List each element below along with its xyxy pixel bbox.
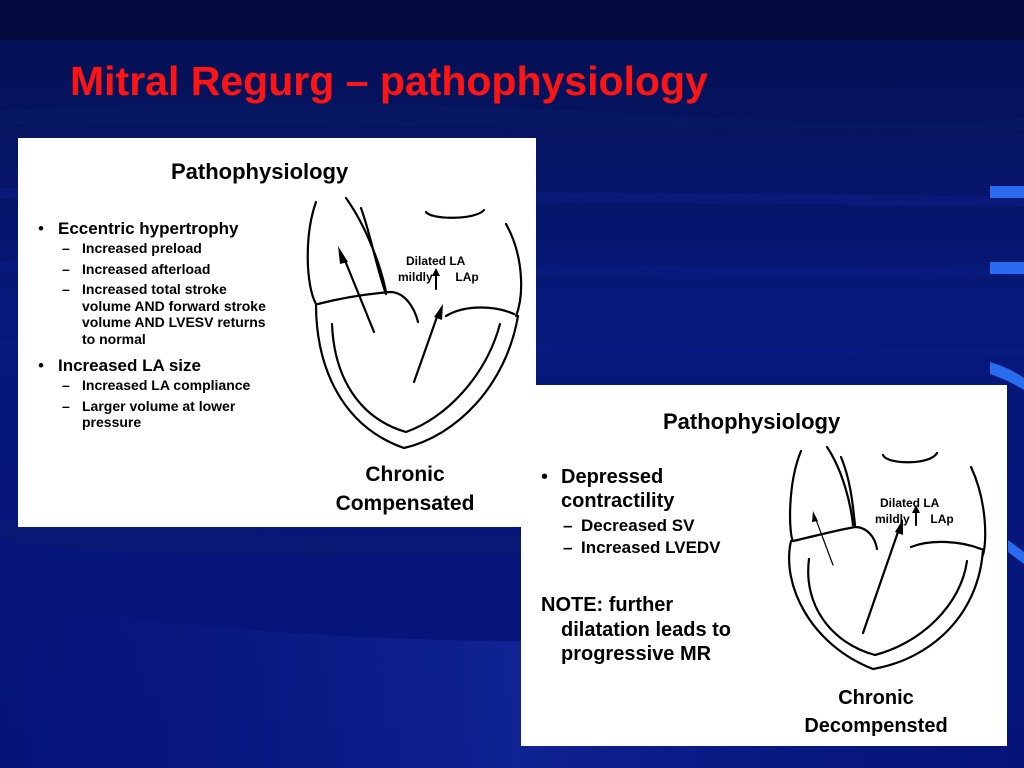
heart-outline — [444, 306, 516, 318]
caption-line1: Chronic — [838, 687, 914, 709]
bullet-list: Eccentric hypertrophy Increased preload … — [38, 219, 270, 440]
bullet-item: Depressed contractility Decreased SV Inc… — [541, 465, 771, 559]
arrow-line — [342, 256, 376, 334]
label-mildly: mildly — [875, 512, 910, 526]
heart-outline — [504, 222, 523, 318]
heart-outline — [330, 322, 502, 434]
heart-outline — [316, 290, 420, 324]
label-mildly: mildly — [398, 270, 433, 284]
sub-bullet-item: Increased afterload — [62, 261, 270, 278]
heart-outline — [909, 540, 983, 551]
label-lap: LAp — [930, 512, 954, 526]
arrow-head — [812, 511, 818, 522]
sub-bullet-item: Increased preload — [62, 240, 270, 257]
heart-outline — [969, 465, 987, 557]
sub-bullet-item: Increased LA compliance — [62, 377, 270, 394]
sub-bullet-item: Increased total stroke volume AND forwar… — [62, 281, 270, 347]
arrow-head — [434, 304, 443, 320]
note-head: NOTE: further — [541, 594, 674, 616]
caption-line1: Chronic — [365, 463, 445, 486]
bullet-item: Increased LA size Increased LA complianc… — [38, 356, 270, 431]
heart-outline — [839, 455, 857, 527]
up-arrow-head — [912, 505, 920, 513]
panel-chronic-decompensated: Pathophysiology Depressed contractility … — [521, 385, 1007, 746]
heart-diagram — [306, 196, 523, 450]
diagram-label-dilated-la: Dilated LA — [406, 254, 466, 268]
heart-diagram — [788, 445, 987, 671]
heart-outline — [807, 557, 969, 657]
heart-outline — [881, 451, 939, 464]
sub-bullet-item: Decreased SV — [563, 515, 771, 537]
sub-bullet-list: Increased preload Increased afterload In… — [62, 240, 270, 347]
heart-outline — [791, 525, 879, 551]
heart-outline — [424, 208, 486, 219]
bullet-list: Depressed contractility Decreased SV Inc… — [541, 465, 771, 563]
arrow-line — [412, 312, 440, 384]
bullet-text: Increased LA size — [58, 356, 201, 375]
sub-bullet-item: Larger volume at lower pressure — [62, 398, 270, 431]
caption-line2: Compensated — [335, 492, 475, 515]
label-lap: LAp — [455, 270, 479, 284]
slide-title: Mitral Regurg – pathophysiology — [70, 58, 708, 104]
caption-line2: Decompensted — [804, 715, 948, 737]
heart-outline — [788, 449, 803, 543]
sub-bullet-item: Increased LVEDV — [563, 537, 771, 559]
sub-bullet-list: Decreased SV Increased LVEDV — [563, 515, 771, 559]
heart-outline — [788, 539, 985, 671]
heart-outline — [825, 445, 855, 527]
bullet-text: Eccentric hypertrophy — [58, 219, 239, 238]
up-arrow-head — [432, 268, 440, 276]
diagram-label-dilated-la: Dilated LA — [880, 496, 940, 510]
panel-chronic-compensated: Pathophysiology Eccentric hypertrophy In… — [18, 138, 536, 527]
note-text: NOTE: further dilatation leads to progre… — [541, 593, 761, 667]
heart-outline — [314, 302, 520, 450]
panel-title: Pathophysiology — [663, 409, 841, 434]
diagram-caption: Chronic Decompensted — [771, 684, 981, 740]
sub-bullet-list: Increased LA compliance Larger volume at… — [62, 377, 270, 431]
arrow-head — [895, 519, 903, 535]
diagram-caption: Chronic Compensated — [298, 460, 512, 518]
diagram-label-mildly-lap: mildly LAp — [398, 269, 479, 285]
bullet-item: Eccentric hypertrophy Increased preload … — [38, 219, 270, 347]
heart-outline — [359, 206, 388, 296]
bullet-text: Depressed contractility — [561, 466, 675, 512]
panel-title: Pathophysiology — [171, 159, 349, 184]
arrow-head — [338, 246, 348, 264]
arrow-line — [814, 516, 834, 566]
heart-outline — [306, 200, 318, 306]
note-rest: dilatation leads to progressive MR — [561, 618, 732, 666]
diagram-label-mildly-lap: mildly LAp — [875, 511, 954, 527]
arrow-line — [861, 527, 901, 635]
